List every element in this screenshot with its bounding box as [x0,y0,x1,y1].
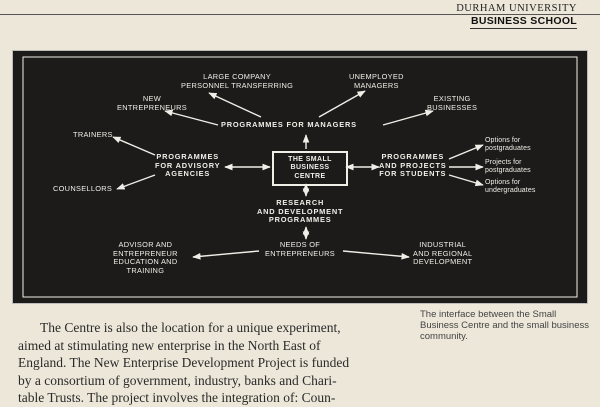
body-line: by a consortium of government, industry,… [18,372,337,388]
arrow-trainers [112,136,156,156]
page-header: DURHAM UNIVERSITY BUSINESS SCHOOL [0,0,600,34]
label-new-entrepreneurs: NEW ENTREPRENEURS [117,94,188,112]
arrow-advisor-training [192,250,260,260]
label-needs-entrepreneurs: NEEDS OF ENTREPRENEURS [265,240,336,258]
interface-diagram: LARGE COMPANY PERSONNEL TRANSFERRING UNE… [12,50,588,304]
small-business-centre: THE SMALL BUSINESS CENTRE [272,151,348,186]
university-name: DURHAM UNIVERSITY [456,3,577,14]
label-unemployed-managers: UNEMPLOYED MANAGERS [349,72,404,90]
figure-caption: The interface between the Small Business… [420,309,589,342]
label-counsellors: COUNSELLORS [53,184,113,193]
body-line: table Trusts. The project involves the i… [18,390,336,405]
label-programmes-managers: PROGRAMMES FOR MANAGERS [221,120,357,129]
body-paragraph: The Centre is also the location for a un… [18,319,412,407]
body-line: England. The New Enterprise Development … [18,355,350,370]
body-line: The Centre is also the location for a un… [40,320,341,335]
arrow-new-entrepreneurs [164,109,219,126]
label-advisor-training: ADVISOR AND ENTREPRENEUR EDUCATION AND T… [113,240,178,275]
header-rule [0,14,600,15]
label-industrial-regional: INDUSTRIAL AND REGIONAL DEVELOPMENT [413,240,473,267]
arrow-opt-undergrad [448,174,484,187]
diagram-arrows [22,56,578,298]
label-trainers: TRAINERS [73,130,113,139]
label-options-undergraduates: Options for undergraduates [485,179,536,195]
arrow-large-company [208,92,262,118]
label-advisory-agencies: PROGRAMMES FOR ADVISORY AGENCIES [155,152,221,179]
header-underline [470,28,577,29]
label-options-postgraduates: Options for postgraduates [485,137,531,153]
label-student-programmes: PROGRAMMES AND PROJECTS FOR STUDENTS [379,152,447,179]
label-existing-businesses: EXISTING BUSINESSES [427,94,478,112]
school-name: BUSINESS SCHOOL [470,15,577,27]
body-line: aimed at stimulating new enterprise in t… [18,337,321,353]
label-research-development: RESEARCH AND DEVELOPMENT PROGRAMMES [257,198,344,225]
label-large-company: LARGE COMPANY PERSONNEL TRANSFERRING [181,72,294,90]
arrow-industrial [342,250,410,260]
arrow-unemployed [318,90,366,118]
arrow-opt-postgrad [448,144,484,160]
arrow-counsellors [116,174,156,190]
arrow-existing [382,109,434,126]
label-projects-postgraduates: Projects for postgraduates [485,159,531,175]
